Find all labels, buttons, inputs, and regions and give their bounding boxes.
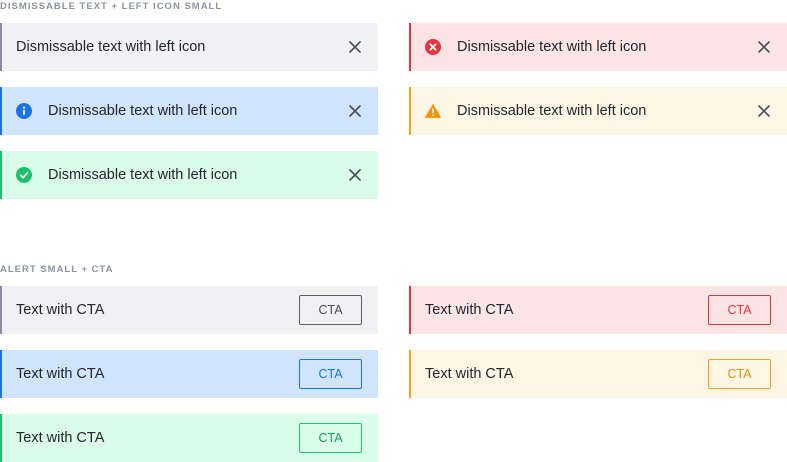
info-circle-icon [16,103,32,119]
cta-button[interactable]: CTA [299,295,362,325]
alert-success-dismissable: Dismissable text with left icon [0,151,378,199]
alert-text: Text with CTA [425,302,514,318]
close-icon[interactable] [757,40,771,54]
alert-neutral-cta: Text with CTA CTA [0,286,378,334]
alert-info-dismissable: Dismissable text with left icon [0,87,378,135]
alert-warning-dismissable: Dismissable text with left icon [409,87,787,135]
section-title-dismissable: DISMISSABLE TEXT + LEFT ICON SMALL [0,1,223,12]
alert-text: Dismissable text with left icon [457,103,647,119]
cta-button[interactable]: CTA [708,359,771,389]
cta-button[interactable]: CTA [299,423,362,453]
warning-triangle-icon [425,103,441,119]
close-icon[interactable] [348,40,362,54]
alert-neutral-dismissable: Dismissable text with left icon [0,23,378,71]
close-icon[interactable] [348,104,362,118]
close-icon[interactable] [757,104,771,118]
alert-text: Text with CTA [16,366,105,382]
alert-warning-cta: Text with CTA CTA [409,350,787,398]
alert-text: Text with CTA [425,366,514,382]
section-title-cta: ALERT SMALL + CTA [0,264,114,275]
alert-success-cta: Text with CTA CTA [0,414,378,462]
alert-text: Dismissable text with left icon [48,103,238,119]
error-circle-icon [425,39,441,55]
alert-text: Dismissable text with left icon [48,167,238,183]
cta-button[interactable]: CTA [299,359,362,389]
alert-text: Dismissable text with left icon [457,39,647,55]
check-circle-icon [16,167,32,183]
alert-text: Text with CTA [16,430,105,446]
alert-error-cta: Text with CTA CTA [409,286,787,334]
cta-button[interactable]: CTA [708,295,771,325]
alert-error-dismissable: Dismissable text with left icon [409,23,787,71]
alert-text: Text with CTA [16,302,105,318]
alert-info-cta: Text with CTA CTA [0,350,378,398]
alert-text: Dismissable text with left icon [16,39,206,55]
close-icon[interactable] [348,168,362,182]
